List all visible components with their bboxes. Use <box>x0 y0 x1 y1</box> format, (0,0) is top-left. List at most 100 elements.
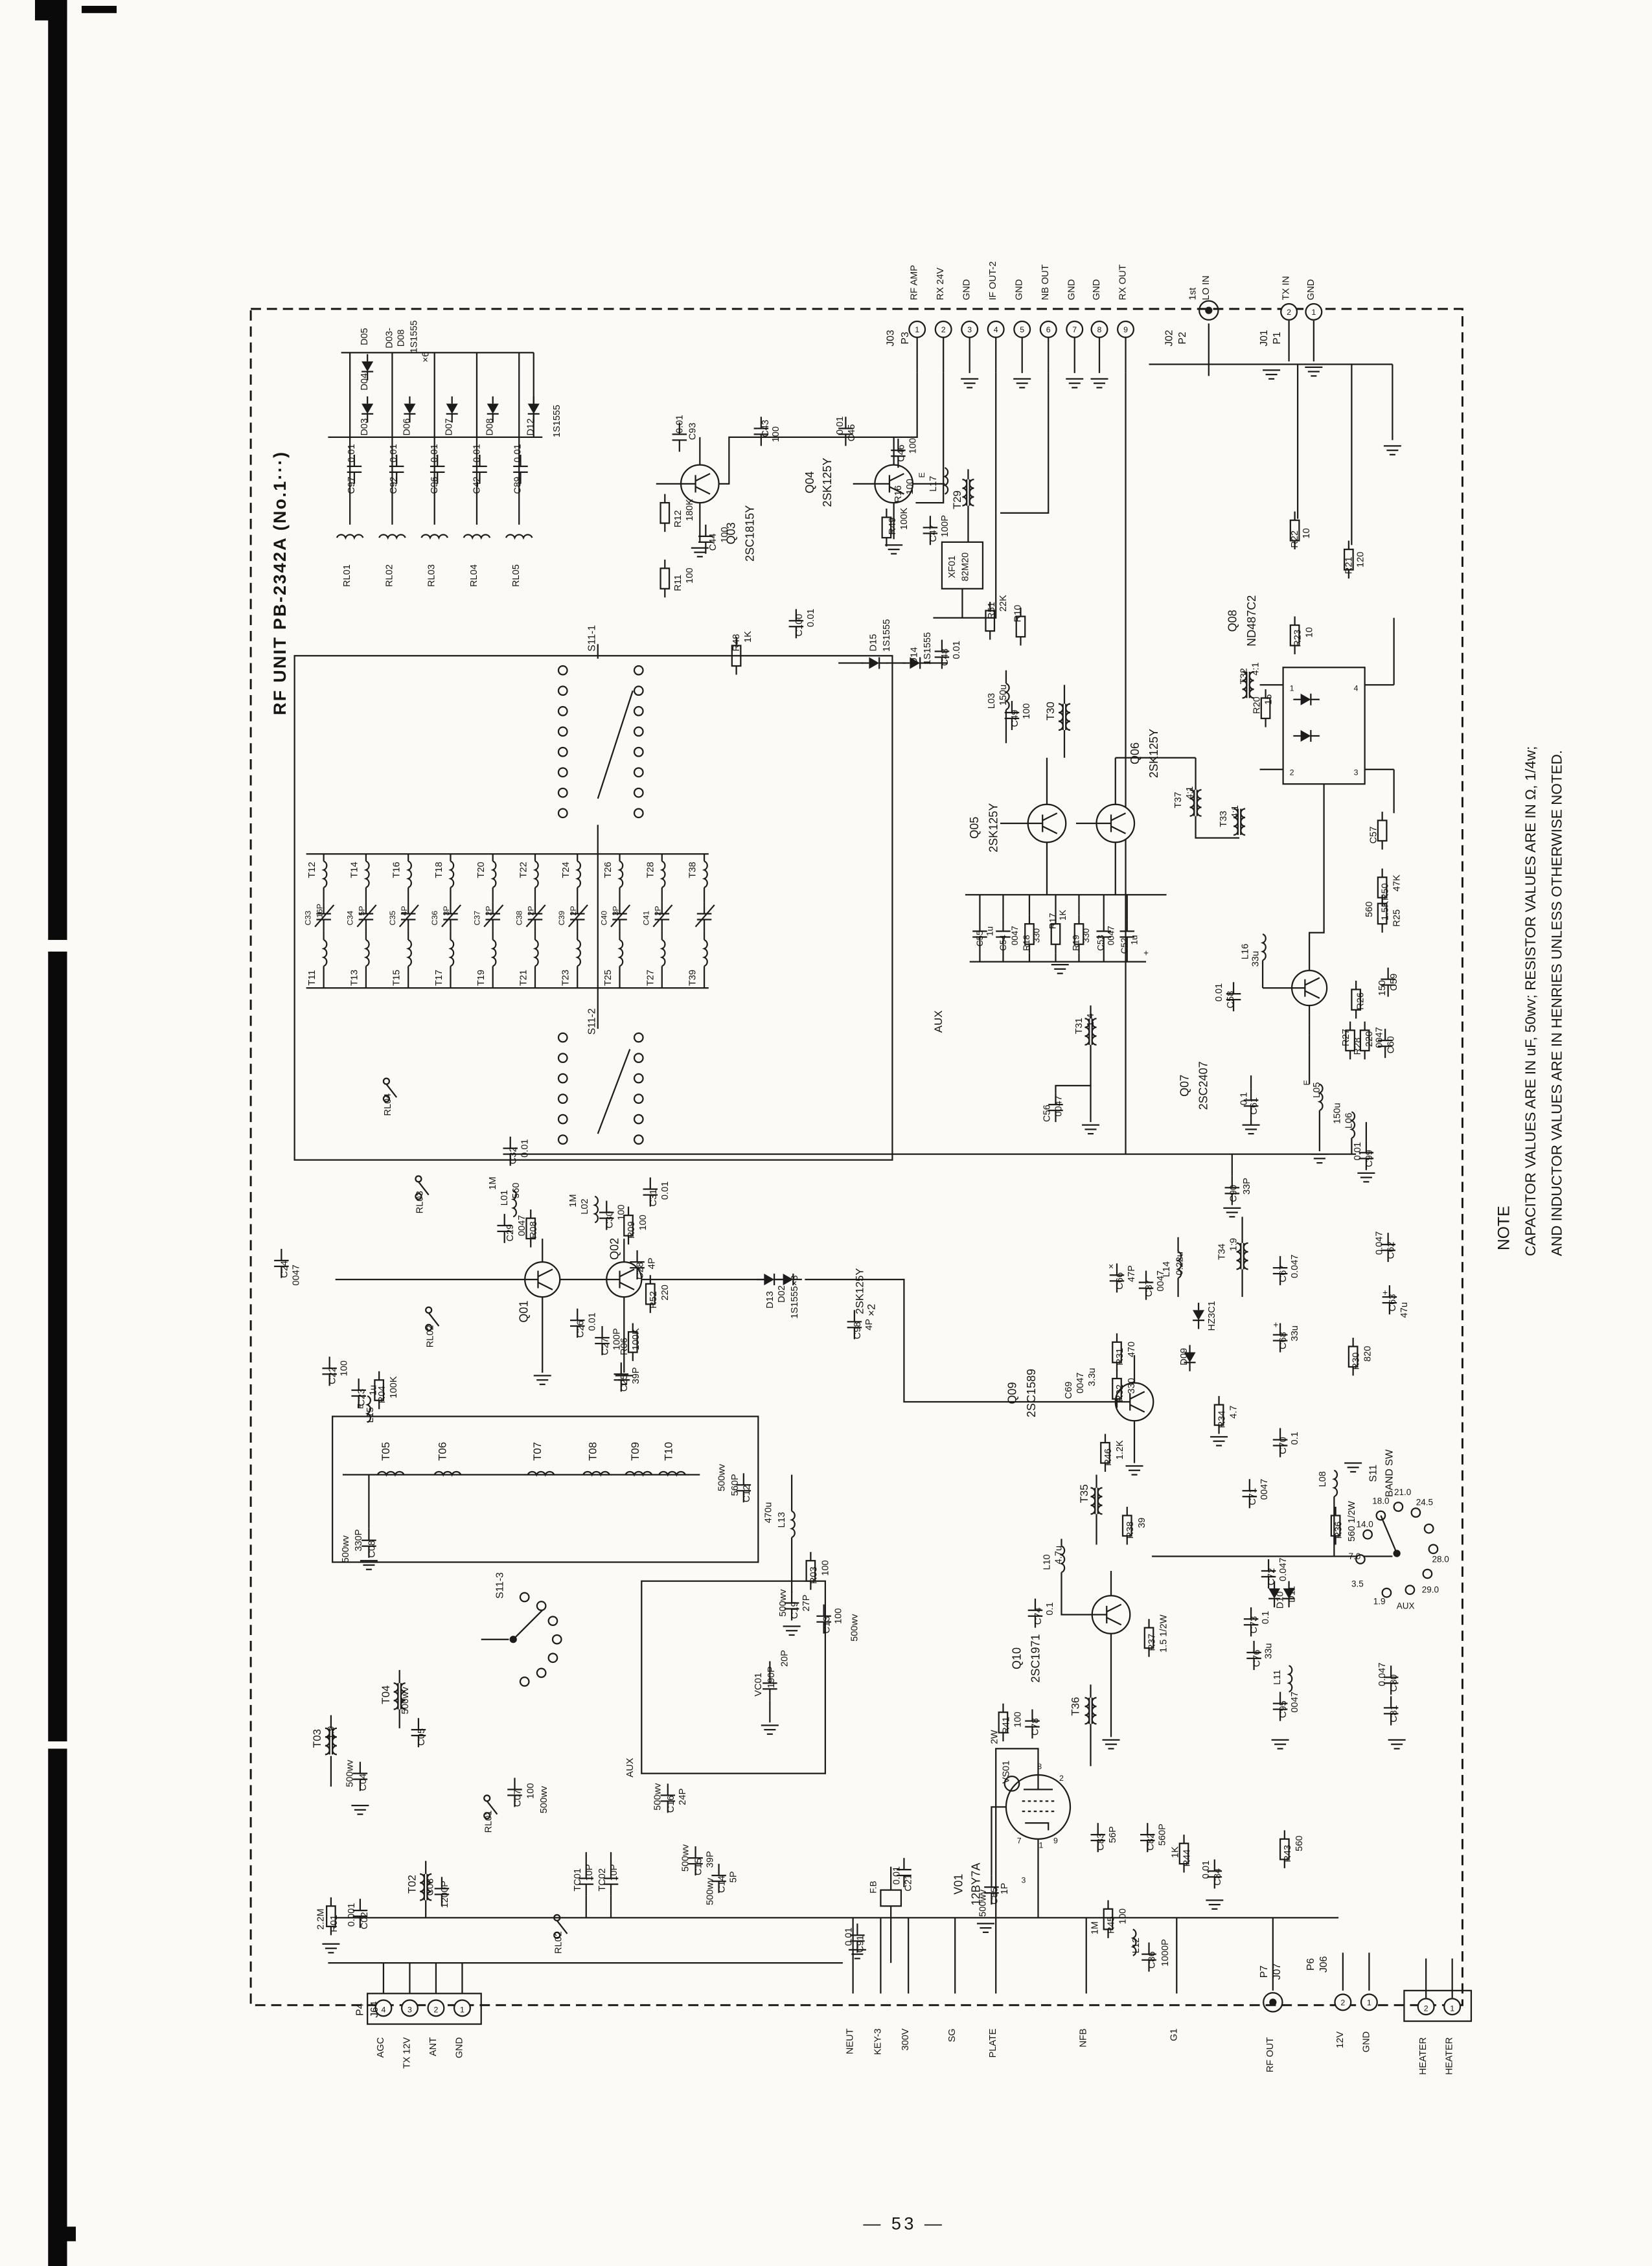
component-label: 1000P <box>1160 1939 1171 1966</box>
component-label: C89 <box>512 477 523 494</box>
component-label: T31 <box>1074 1018 1084 1034</box>
component-label: ×6 <box>421 352 431 363</box>
component-label: 4 <box>381 2006 385 2015</box>
component-label: C24 <box>279 1261 290 1278</box>
component-label: 3 <box>407 2006 412 2015</box>
terminal-sg: SG <box>947 2028 958 2042</box>
component-label: 0.01 <box>674 415 685 433</box>
component-label: D13 <box>765 1291 775 1309</box>
component-label: C13 <box>822 1616 832 1634</box>
component-label: C15 <box>694 1858 704 1875</box>
component-label: 33u <box>1250 951 1261 967</box>
component-label: 2SK125Y <box>821 458 834 507</box>
component-label: 8 <box>1037 1762 1042 1771</box>
terminal-ant: ANT <box>428 2037 439 2056</box>
component-label: 1S1555 <box>552 405 562 437</box>
component-label: 1S1555 <box>923 632 933 665</box>
component-label: 4.7u <box>1053 1546 1064 1564</box>
component-label: 0.1 <box>1261 1611 1271 1624</box>
component-label: 2SK125Y <box>987 803 1000 853</box>
component-label: R38 <box>1125 1522 1136 1539</box>
component-label: C25 <box>619 1374 630 1391</box>
component-label: 1:9 <box>1229 1238 1239 1251</box>
component-label: T11 <box>307 970 317 985</box>
component-label: 33u <box>1290 1325 1300 1341</box>
component-label: 330 <box>1032 928 1042 943</box>
component-label: R43 <box>1283 1845 1293 1862</box>
component-label: C22 <box>328 1367 338 1384</box>
transistor-q05: Q05 <box>968 817 981 839</box>
component-label: D06 <box>402 418 412 436</box>
component-label: C41 <box>642 911 651 926</box>
component-label: 0.22u <box>1175 1252 1185 1276</box>
pin-label-rx-out: RX OUT <box>1118 264 1129 300</box>
component-label: 1S1555 <box>409 320 420 352</box>
component-label: 4P <box>647 1257 658 1269</box>
component-label: 1.9 <box>326 1726 336 1739</box>
component-label: T06 <box>437 1442 449 1461</box>
component-label: T33 <box>1219 811 1229 827</box>
component-label: GND <box>1092 279 1102 300</box>
component-label: 0047 <box>291 1265 301 1286</box>
component-label: 1.5K <box>1381 901 1391 921</box>
component-label: 33P <box>1242 1178 1252 1195</box>
component-label: R16 <box>893 485 904 503</box>
component-label: 0.01 <box>430 444 440 462</box>
component-label: L17 <box>928 476 939 492</box>
component-label: C91 <box>855 1935 866 1952</box>
component-label: 82M20 <box>960 553 970 582</box>
component-label: T35 <box>1078 1484 1090 1503</box>
component-label: 0.01 <box>347 444 357 462</box>
component-label: 39 <box>1137 1518 1147 1528</box>
schematic-title: RF UNIT PB-2342A (No.1···) <box>270 451 290 715</box>
component-label: T15 <box>392 970 402 986</box>
component-label: C39 <box>557 911 566 926</box>
component-label: 2P <box>654 906 663 915</box>
component-label: 0047 <box>1010 926 1020 945</box>
component-label: 0.01 <box>806 609 816 627</box>
component-label: C90 <box>1229 1185 1239 1202</box>
component-label: T39 <box>688 970 698 986</box>
component-label: F.B <box>869 1881 878 1894</box>
component-label: 0.047 <box>1290 1255 1300 1279</box>
component-label: 27P <box>801 1594 812 1611</box>
component-label: D08 <box>485 418 496 436</box>
component-label: L06 <box>1344 1113 1354 1128</box>
component-label: 0.01 <box>835 417 845 435</box>
component-label: 100 <box>638 1215 648 1230</box>
component-label: 3P <box>442 906 451 915</box>
component-label: 100 <box>905 479 915 494</box>
component-label: 1M <box>488 1176 498 1189</box>
component-label: D05 <box>360 328 370 345</box>
component-label: D14 <box>910 647 920 665</box>
component-label: 0047 <box>1259 1479 1270 1500</box>
component-label: C84 <box>1213 1868 1223 1886</box>
component-label: R34 <box>1217 1411 1228 1428</box>
component-label: 5 <box>1020 325 1024 334</box>
component-label: 560 1/2W <box>1347 1501 1357 1542</box>
relay-rl01: RL01 <box>342 564 352 587</box>
component-label: 500wv <box>849 1614 860 1642</box>
component-label: 47u <box>1399 1302 1410 1318</box>
schematic-artwork <box>274 300 1473 2025</box>
component-label: 0.047 <box>1377 1662 1388 1686</box>
component-label: 22K <box>998 595 1009 612</box>
component-label: C85 <box>989 1887 1000 1905</box>
component-label: 0.01 <box>1214 983 1224 1001</box>
component-label: ND487C2 <box>1245 595 1258 647</box>
component-label: 0047 <box>1075 1373 1086 1394</box>
component-label: R19 <box>1071 935 1081 951</box>
component-label: C68 <box>1278 1332 1289 1349</box>
component-label: 1P <box>1000 1883 1010 1894</box>
component-label: 120 <box>1355 552 1366 567</box>
component-label: R23 <box>1293 630 1303 647</box>
component-label: 4:1 <box>1230 805 1241 818</box>
component-label: 1.5 1/2W <box>1159 1614 1169 1653</box>
component-label: C70 <box>1278 1437 1289 1454</box>
component-label: T20 <box>476 862 487 878</box>
component-label: C21 <box>904 1874 914 1892</box>
component-label: 0.01 <box>389 444 399 462</box>
component-label: 1 <box>1039 1840 1044 1849</box>
component-label: 0.1 <box>1239 1092 1249 1105</box>
